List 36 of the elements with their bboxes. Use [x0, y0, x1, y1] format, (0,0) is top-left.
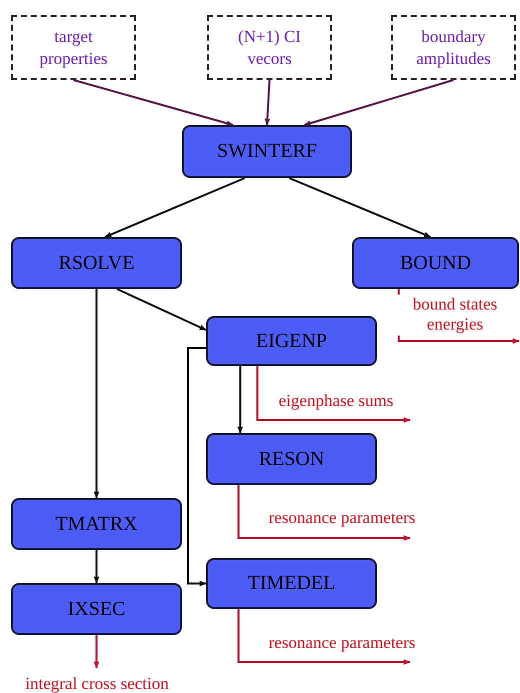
box-label: RESON: [258, 448, 324, 470]
arrow: [94, 550, 100, 584]
arrow: [238, 609, 411, 665]
arrow: [304, 79, 454, 126]
arrow: [238, 485, 411, 541]
process-box: [182, 125, 352, 178]
process-box: [206, 433, 377, 485]
input-box: [391, 15, 516, 80]
arrow: [116, 288, 207, 331]
process-box: [206, 558, 377, 609]
arrow: [104, 177, 246, 238]
arrow: [237, 366, 243, 434]
arrow: [73, 79, 234, 126]
box-label: (N+1) CI vecors: [237, 26, 302, 69]
process-box: [11, 237, 182, 289]
box-label: SWINTERF: [217, 140, 317, 163]
arrow: [94, 289, 100, 499]
box-label: BOUND: [400, 252, 472, 274]
arrow: [288, 177, 432, 238]
arrow: [94, 635, 100, 669]
process-box: [352, 237, 519, 289]
box-label: boundary amplitudes: [415, 26, 492, 69]
arrow: [256, 366, 411, 423]
box-label: IXSEC: [68, 598, 126, 620]
box-label: TMATRX: [55, 512, 138, 536]
box-label: TIMEDEL: [248, 572, 336, 595]
input-box: [11, 15, 136, 80]
process-box: [11, 498, 182, 550]
process-box: [11, 583, 182, 635]
box-label: EIGENP: [256, 330, 328, 352]
input-box: [207, 15, 332, 80]
arrow: [264, 80, 270, 126]
arrow: [187, 347, 207, 586]
process-box: [206, 316, 377, 366]
box-label: target properties: [38, 26, 108, 69]
box-label: RSOLVE: [58, 252, 134, 274]
